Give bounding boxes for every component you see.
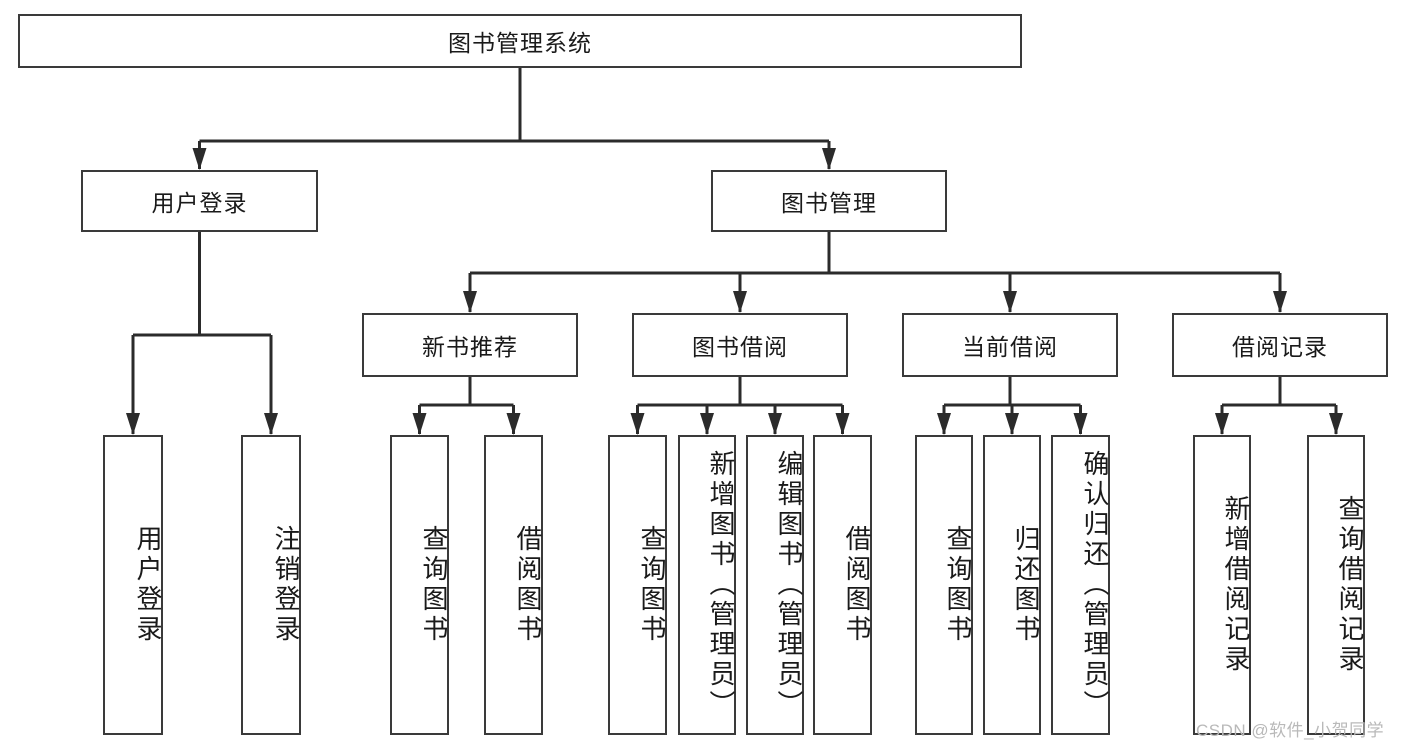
node-leaf-query-book-borrow-label: 查询图书 — [637, 525, 667, 645]
node-leaf-confirm-return-label: 确认归还（管理员） — [1080, 450, 1110, 720]
node-book-borrowing[interactable]: 图书借阅 — [632, 313, 848, 377]
node-leaf-add-borrow-record-label: 新增借阅记录 — [1221, 495, 1251, 675]
node-leaf-borrow-book-recommend-label: 借阅图书 — [513, 525, 543, 645]
node-borrowing-record-label: 借阅记录 — [1232, 334, 1328, 360]
node-leaf-add-borrow-record[interactable]: 新增借阅记录 — [1193, 435, 1251, 735]
node-leaf-query-book-current-label: 查询图书 — [943, 525, 973, 645]
node-leaf-query-book-borrow[interactable]: 查询图书 — [608, 435, 667, 735]
node-leaf-edit-book-label: 编辑图书（管理员） — [774, 450, 804, 720]
node-leaf-edit-book[interactable]: 编辑图书（管理员） — [746, 435, 804, 735]
node-leaf-query-book-recommend[interactable]: 查询图书 — [390, 435, 449, 735]
node-leaf-add-book[interactable]: 新增图书（管理员） — [678, 435, 736, 735]
node-leaf-query-borrow-record-label: 查询借阅记录 — [1335, 495, 1365, 675]
node-leaf-borrow-book[interactable]: 借阅图书 — [813, 435, 872, 735]
node-leaf-query-book-recommend-label: 查询图书 — [419, 525, 449, 645]
node-borrowing-record[interactable]: 借阅记录 — [1172, 313, 1388, 377]
node-new-book-recommendation[interactable]: 新书推荐 — [362, 313, 578, 377]
node-book-management-label: 图书管理 — [781, 190, 877, 216]
node-leaf-user-login-label: 用户登录 — [133, 525, 163, 645]
node-current-borrowing[interactable]: 当前借阅 — [902, 313, 1118, 377]
node-user-login-label: 用户登录 — [151, 190, 248, 216]
node-new-book-recommendation-label: 新书推荐 — [422, 334, 518, 360]
node-book-borrowing-label: 图书借阅 — [692, 334, 788, 360]
node-leaf-query-borrow-record[interactable]: 查询借阅记录 — [1307, 435, 1365, 735]
node-root-system-label: 图书管理系统 — [448, 30, 592, 56]
node-leaf-confirm-return[interactable]: 确认归还（管理员） — [1051, 435, 1110, 735]
node-leaf-borrow-book-recommend[interactable]: 借阅图书 — [484, 435, 543, 735]
watermark-credit: CSDN @软件_小贺同学 — [1196, 721, 1385, 740]
node-leaf-query-book-current[interactable]: 查询图书 — [915, 435, 973, 735]
node-root-system[interactable]: 图书管理系统 — [18, 14, 1022, 68]
node-leaf-add-book-label: 新增图书（管理员） — [706, 450, 736, 720]
node-leaf-return-book-label: 归还图书 — [1011, 525, 1041, 645]
node-user-login[interactable]: 用户登录 — [81, 170, 318, 232]
node-leaf-logout[interactable]: 注销登录 — [241, 435, 301, 735]
node-current-borrowing-label: 当前借阅 — [962, 334, 1058, 360]
node-book-management[interactable]: 图书管理 — [711, 170, 947, 232]
node-leaf-borrow-book-label: 借阅图书 — [842, 525, 872, 645]
node-leaf-user-login[interactable]: 用户登录 — [103, 435, 163, 735]
node-leaf-return-book[interactable]: 归还图书 — [983, 435, 1041, 735]
node-leaf-logout-label: 注销登录 — [271, 525, 301, 645]
